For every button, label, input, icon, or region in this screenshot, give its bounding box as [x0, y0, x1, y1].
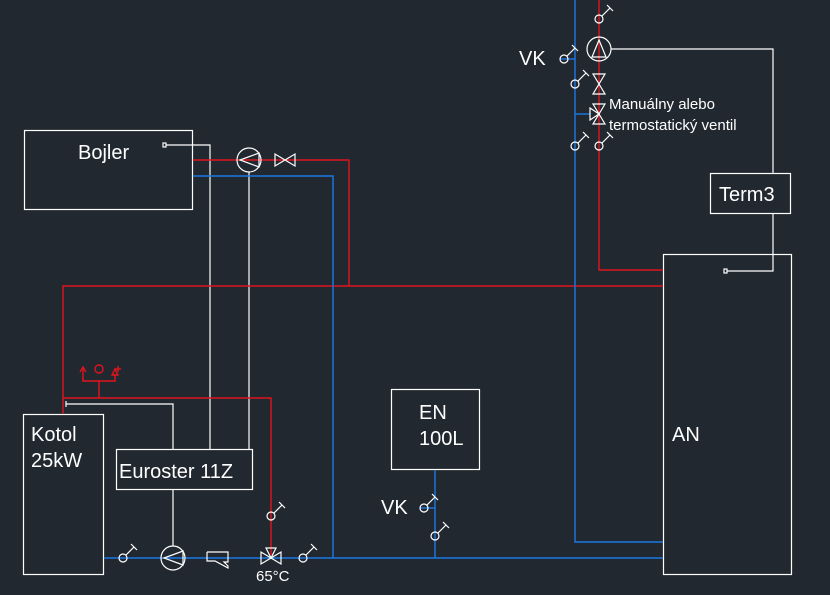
- bojler-return-pipe: [193, 175, 334, 558]
- pressure-gauge-icon: [94, 364, 104, 374]
- term3-label: Term3: [719, 184, 775, 206]
- kotol-power-label: 25kW: [31, 450, 82, 472]
- bojler-sensor-wire: [166, 144, 211, 449]
- drain-valve-icon: [430, 521, 450, 541]
- en-label: EN: [419, 402, 447, 424]
- filter-icon: [206, 551, 229, 570]
- three-way-mixing-valve-icon: [260, 547, 282, 566]
- heating-supply-pipe: [598, 0, 663, 271]
- drain-valve-icon: [266, 501, 286, 521]
- mixing-bypass-pipe: [63, 397, 272, 555]
- bojler-label: Bojler: [78, 142, 129, 164]
- safety-valve-icon: [110, 367, 120, 376]
- expansion-vessel-box: [390, 388, 481, 471]
- drain-valve-icon: [570, 131, 590, 151]
- mixing-temp-label: 65°C: [256, 568, 290, 585]
- drain-valve-icon: [594, 131, 614, 151]
- main-supply-pipe: [62, 285, 663, 414]
- bojler-supply-pipe: [193, 159, 350, 286]
- drain-valve-icon: [298, 543, 318, 563]
- control-wiring: [65, 48, 774, 546]
- heating-return-pipe: [574, 0, 663, 543]
- return-pipes: [104, 0, 663, 559]
- bojler-gate-valve-icon: [274, 152, 296, 168]
- valve-note-line2: termostatický ventil: [609, 117, 737, 134]
- vk-top-label: VK: [519, 48, 546, 70]
- term3-pump-wire: [611, 48, 774, 173]
- accumulation-tank-box: [662, 253, 793, 576]
- kotol-pump-icon: [160, 545, 186, 571]
- kotol-label: Kotol: [31, 424, 77, 446]
- drain-valve-icon: [118, 543, 138, 563]
- supply-pipes: [62, 0, 663, 555]
- drain-valves: [118, 4, 614, 563]
- drain-valve-icon: [594, 4, 614, 24]
- heating-gate-valve-icon: [591, 73, 607, 95]
- drain-valve-icon: [559, 44, 579, 64]
- safety-group-branch: [82, 374, 116, 382]
- en-volume-label: 100L: [419, 428, 464, 450]
- euroster-box: [115, 448, 254, 491]
- safety-group-icon: [79, 364, 121, 381]
- an-label: AN: [672, 424, 700, 446]
- thermostatic-valve-icon: [589, 103, 607, 125]
- bojler-sensor-icon: [162, 142, 167, 148]
- euroster-label: Euroster 11Z: [119, 461, 233, 483]
- an-sensor-icon: [723, 268, 728, 274]
- drain-valve-icon: [419, 493, 439, 513]
- bojler-box: [23, 129, 194, 211]
- kotol-box: [22, 413, 105, 576]
- bojler-pump-icon: [236, 147, 262, 173]
- vk-bottom-label: VK: [381, 497, 408, 519]
- heating-pump-icon: [586, 36, 612, 62]
- drain-valve-icon: [570, 69, 590, 89]
- valve-note-line1: Manuálny alebo: [609, 96, 715, 113]
- term3-sensor-wire: [727, 214, 774, 272]
- term3-box: [709, 172, 792, 215]
- kotol-sensor-wire: [66, 403, 174, 449]
